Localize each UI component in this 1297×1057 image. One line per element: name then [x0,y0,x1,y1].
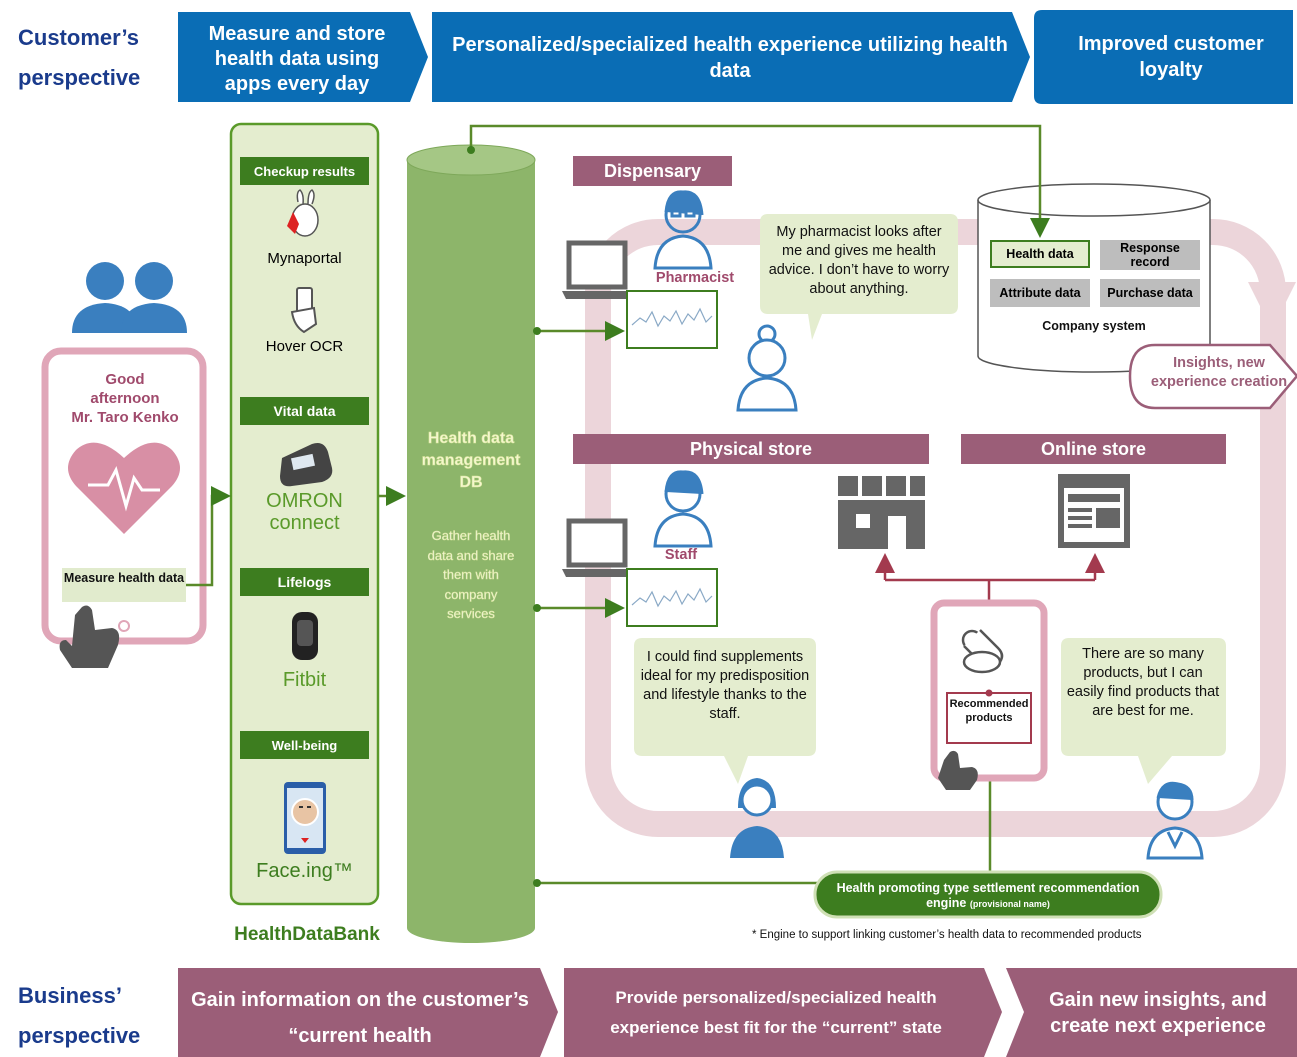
engine-label: Health promoting type settlement recomme… [820,881,1156,912]
db-desc-line5: services [447,606,495,621]
faceing-app-icon [284,782,326,854]
vital-data-label: Vital data [240,397,369,425]
health-db-cylinder [406,144,536,943]
business-step-gain-info: Gain information on the customer’s “curr… [191,989,529,1047]
db-title-line3: DB [459,474,483,492]
attribute-data-box: Attribute data [990,279,1090,307]
recommendation-phone [930,599,1048,790]
pharmacist-quote: My pharmacist looks after me and gives m… [768,224,950,297]
staff-icon [653,470,713,548]
db-desc-line2: data and share [427,547,515,563]
greeting-line2: afternoon [90,390,160,407]
business-steps-band [178,968,1297,1057]
mynaportal-label: Mynaportal [267,250,342,267]
greeting-line1: Good [105,371,145,388]
store-arrows [875,553,1105,604]
recommendation-engine-pill [813,870,1163,919]
customer-step-personalized: Personalized/specialized health experien… [452,34,1008,82]
measure-health-data-button[interactable]: Measure health data [63,571,185,585]
purchase-data-box: Purchase data [1100,279,1200,307]
db-title: Health data management DB [409,428,533,494]
health-chart-dispensary [626,290,718,349]
business-step-insights: Gain new insights, and create next exper… [1049,989,1267,1037]
engine-footnote: * Engine to support linking customer’s h… [752,929,1142,941]
physical-store-icon [838,476,925,549]
customer-steps-band [178,10,1293,104]
health-data-bank-title: HealthDataBank [234,924,380,945]
phone-greeting: Good afternoon Mr. Taro Kenko [58,370,192,427]
speech-bubbles [634,214,1226,784]
online-store-title: Online store [961,434,1226,464]
elderly-customer-icon [736,324,798,412]
dispensary-title: Dispensary [573,156,732,186]
customer-phone [41,347,207,668]
response-record-box: Response record [1100,240,1200,270]
omron-line1: OMRON [266,490,343,512]
engine-label-note: (provisional name) [969,899,1050,909]
db-desc-line4: company [444,586,498,602]
customer-perspective-line2: perspective [18,65,141,90]
recommended-products-label: Recommended products [949,698,1029,724]
omron-device-icon [280,443,333,487]
customer-perspective-label: Customer’s perspective [18,18,168,98]
business-perspective-label: Business’ perspective [18,976,168,1056]
health-data-bank-panel [229,122,380,906]
customers-icon [72,262,187,333]
company-system-label: Company system [1042,319,1146,333]
db-title-line1: Health data [427,430,515,448]
health-chart-store [626,568,718,627]
business-perspective-line2: perspective [18,1023,141,1048]
db-description: Gather health data and share them with c… [409,526,533,624]
physical-store-title: Physical store [573,434,929,464]
staff-customer-quote: I could find supplements ideal for my pr… [640,649,810,722]
fitbit-logo: Fitbit [282,669,327,691]
online-store-icon [1058,474,1130,548]
customer-step-measure: Measure and store health data using apps… [208,22,386,95]
mynaportal-icon [287,189,319,237]
young-woman-icon [730,778,784,858]
hover-ocr-icon [290,287,318,334]
omron-connect-logo: OMRON connect [236,490,373,534]
insights-label: Insights, new experience creation [1150,355,1288,390]
online-customer-quote: There are so many products, but I can ea… [1066,646,1220,719]
wellbeing-label: Well-being [240,731,369,759]
checkup-results-label: Checkup results [240,157,369,185]
pharmacist-icon [653,190,713,270]
young-man-icon [1146,781,1204,860]
business-step-provide: Provide personalized/specialized health … [610,988,942,1037]
engine-label-main: Health promoting type settlement recomme… [836,881,1140,910]
business-perspective-line1: Business’ [18,983,122,1008]
db-desc-line1: Gather health [431,528,511,543]
lifelogs-label: Lifelogs [240,568,369,596]
pharmacist-label: Pharmacist [655,270,735,286]
db-title-line2: management [421,452,521,470]
db-desc-line3: them with [443,567,499,582]
laptop-icon-store [562,518,632,577]
laptop-icon-dispensary [562,240,632,299]
data-flow-arrows [186,124,1050,885]
insights-tag-shape [1128,343,1297,410]
fitbit-band-icon [292,612,318,660]
hover-ocr-label: Hover OCR [265,338,344,355]
omron-line2: connect [269,512,340,534]
faceing-logo: Face.ing™ [256,860,353,882]
staff-label: Staff [664,547,698,563]
greeting-line3: Mr. Taro Kenko [71,409,179,426]
health-data-box: Health data [990,240,1090,268]
customer-perspective-line1: Customer’s [18,25,140,50]
customer-step-loyalty: Improved customer loyalty [1078,33,1264,81]
